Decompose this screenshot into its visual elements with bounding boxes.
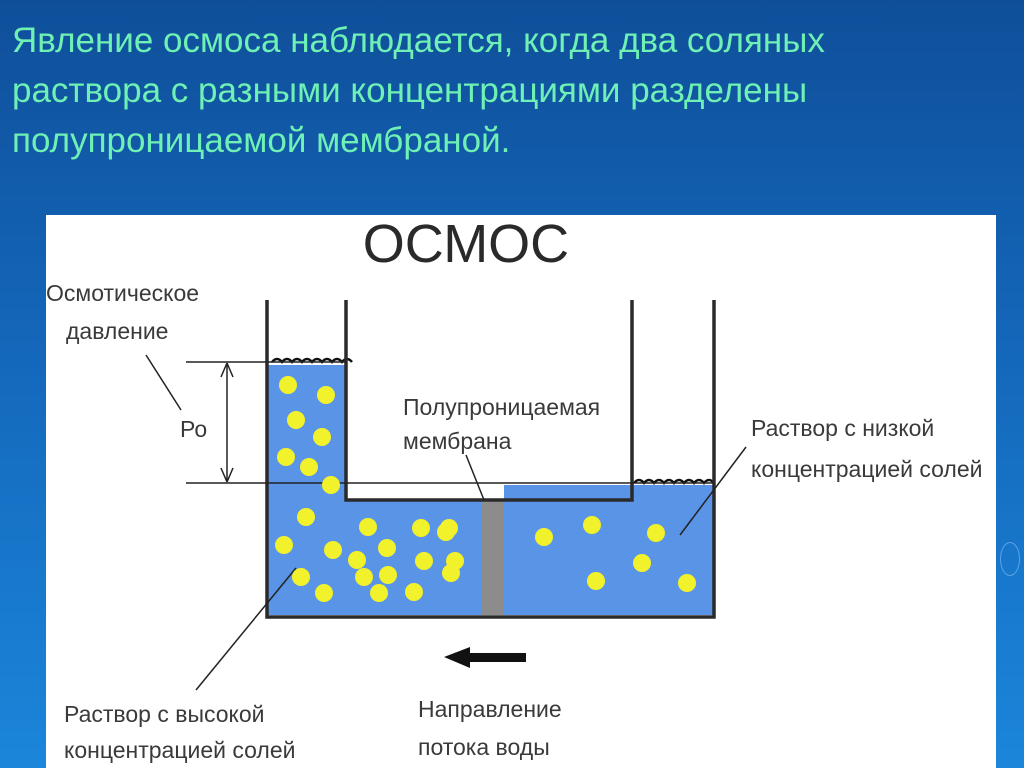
salt-particle-high-side xyxy=(322,476,340,494)
salt-particle-high-side xyxy=(315,584,333,602)
flow-direction-label-line-2: потока воды xyxy=(418,734,550,760)
low-concentration-label-line-2: концентрацией солей xyxy=(751,456,983,482)
low-concentration-label-line-1: Раствор с низкой xyxy=(751,415,934,441)
osmosis-diagram-svg: ОСМОС Осмотическое давление Ро Полупрони… xyxy=(46,215,983,763)
semipermeable-membrane xyxy=(482,500,504,615)
membrane-label-line-1: Полупроницаемая xyxy=(403,394,600,420)
salt-particle-low-side xyxy=(587,572,605,590)
pressure-dimension-arrow-up xyxy=(220,362,234,378)
salt-particle-low-side xyxy=(583,516,601,534)
osmotic-pressure-label-line-2: давление xyxy=(66,318,168,344)
salt-particle-high-side xyxy=(415,552,433,570)
slide-text-line-2: раствора с разными концентрациями раздел… xyxy=(12,71,808,110)
salt-particle-low-side xyxy=(633,554,651,572)
salt-particle-high-side xyxy=(277,448,295,466)
slide-text-line-1: Явление осмоса наблюдается, когда два со… xyxy=(12,21,825,60)
po-label: Ро xyxy=(180,416,207,442)
high-concentration-label-line-1: Раствор с высокой xyxy=(64,701,265,727)
salt-particle-high-side xyxy=(440,519,458,537)
membrane-leader-line xyxy=(465,454,485,501)
salt-particle-high-side xyxy=(405,583,423,601)
slide-text: Явление осмоса наблюдается, когда два со… xyxy=(12,16,1002,166)
slide-text-line-3: полупроницаемой мембраной. xyxy=(12,121,511,160)
decorative-ring xyxy=(1000,542,1020,576)
pressure-dimension-arrow-down xyxy=(220,467,234,483)
salt-particle-high-side xyxy=(313,428,331,446)
salt-particle-high-side xyxy=(348,551,366,569)
low-concentration-solution xyxy=(504,485,714,615)
high-concentration-label-line-2: концентрацией солей xyxy=(64,737,296,763)
osmotic-pressure-label-line-1: Осмотическое xyxy=(46,280,199,306)
salt-particle-low-side xyxy=(647,524,665,542)
flow-direction-label-line-1: Направление xyxy=(418,696,562,722)
salt-particle-high-side xyxy=(287,411,305,429)
salt-particle-high-side xyxy=(379,566,397,584)
salt-particle-high-side xyxy=(446,552,464,570)
salt-particle-high-side xyxy=(378,539,396,557)
salt-particle-high-side xyxy=(279,376,297,394)
salt-particle-high-side xyxy=(300,458,318,476)
salt-particle-high-side xyxy=(412,519,430,537)
salt-particle-high-side xyxy=(324,541,342,559)
salt-particle-low-side xyxy=(535,528,553,546)
salt-particle-high-side xyxy=(275,536,293,554)
water-flow-direction-arrow xyxy=(444,647,526,668)
osmotic-pressure-leader-line xyxy=(145,354,182,411)
salt-particle-high-side xyxy=(359,518,377,536)
low-concentration-leader-line xyxy=(679,446,747,536)
salt-particles xyxy=(275,376,696,602)
salt-particle-high-side xyxy=(317,386,335,404)
diagram-title: ОСМОС xyxy=(363,215,569,274)
membrane-label-line-2: мембрана xyxy=(403,428,512,454)
salt-particle-low-side xyxy=(678,574,696,592)
salt-particle-high-side xyxy=(355,568,373,586)
osmosis-diagram: ОСМОС Осмотическое давление Ро Полупрони… xyxy=(46,215,996,768)
salt-particle-high-side xyxy=(370,584,388,602)
high-concentration-leader-line xyxy=(195,567,297,691)
salt-particle-high-side xyxy=(297,508,315,526)
high-concentration-solution xyxy=(267,365,482,615)
salt-particle-high-side xyxy=(292,568,310,586)
u-tube-vessel xyxy=(265,300,716,619)
